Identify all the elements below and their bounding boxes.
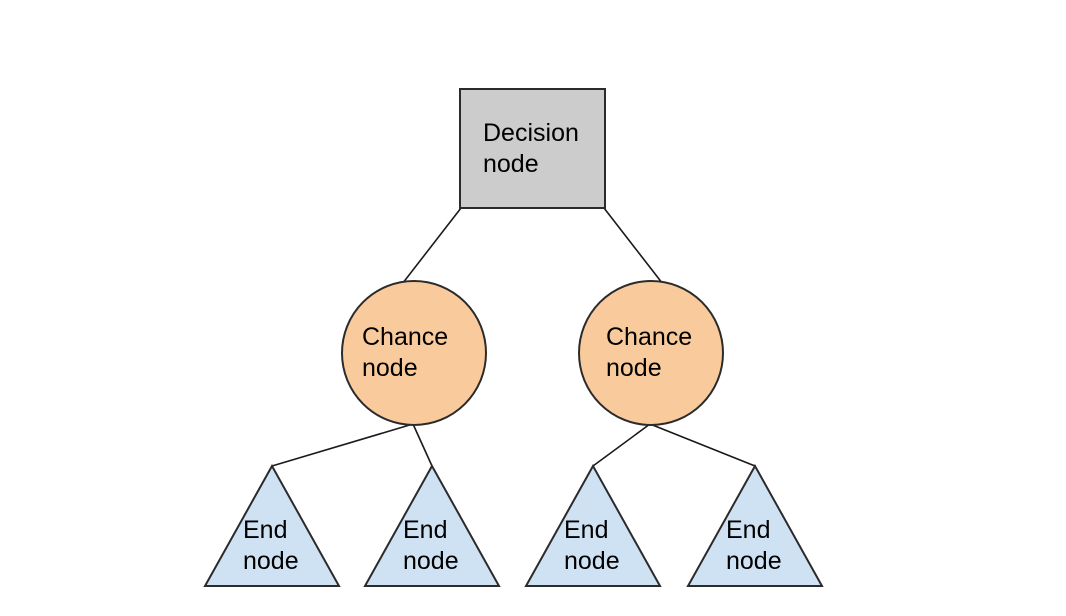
chance-node-group bbox=[341, 280, 724, 426]
end-node-triangle-3[interactable] bbox=[524, 463, 662, 587]
end-node-group bbox=[203, 463, 824, 587]
edge-chance-right-to-end-node-3 bbox=[592, 423, 651, 467]
edge-group bbox=[271, 207, 756, 467]
decision-node-group bbox=[459, 88, 606, 209]
decision-node-rectangle[interactable] bbox=[459, 88, 606, 209]
end-node-triangle-4[interactable] bbox=[686, 463, 824, 587]
end-node-triangle-2[interactable] bbox=[363, 463, 501, 587]
edge-chance-left-to-end-node-1 bbox=[271, 423, 414, 467]
edge-decision-to-chance-right bbox=[603, 207, 667, 289]
edge-chance-left-to-end-node-2 bbox=[412, 423, 433, 467]
chance-node-circle-left[interactable] bbox=[341, 280, 487, 426]
edge-decision-to-chance-left bbox=[398, 207, 462, 289]
chance-node-circle-right[interactable] bbox=[578, 280, 724, 426]
edge-chance-right-to-end-node-4 bbox=[649, 423, 756, 467]
end-node-triangle-1[interactable] bbox=[203, 463, 341, 587]
